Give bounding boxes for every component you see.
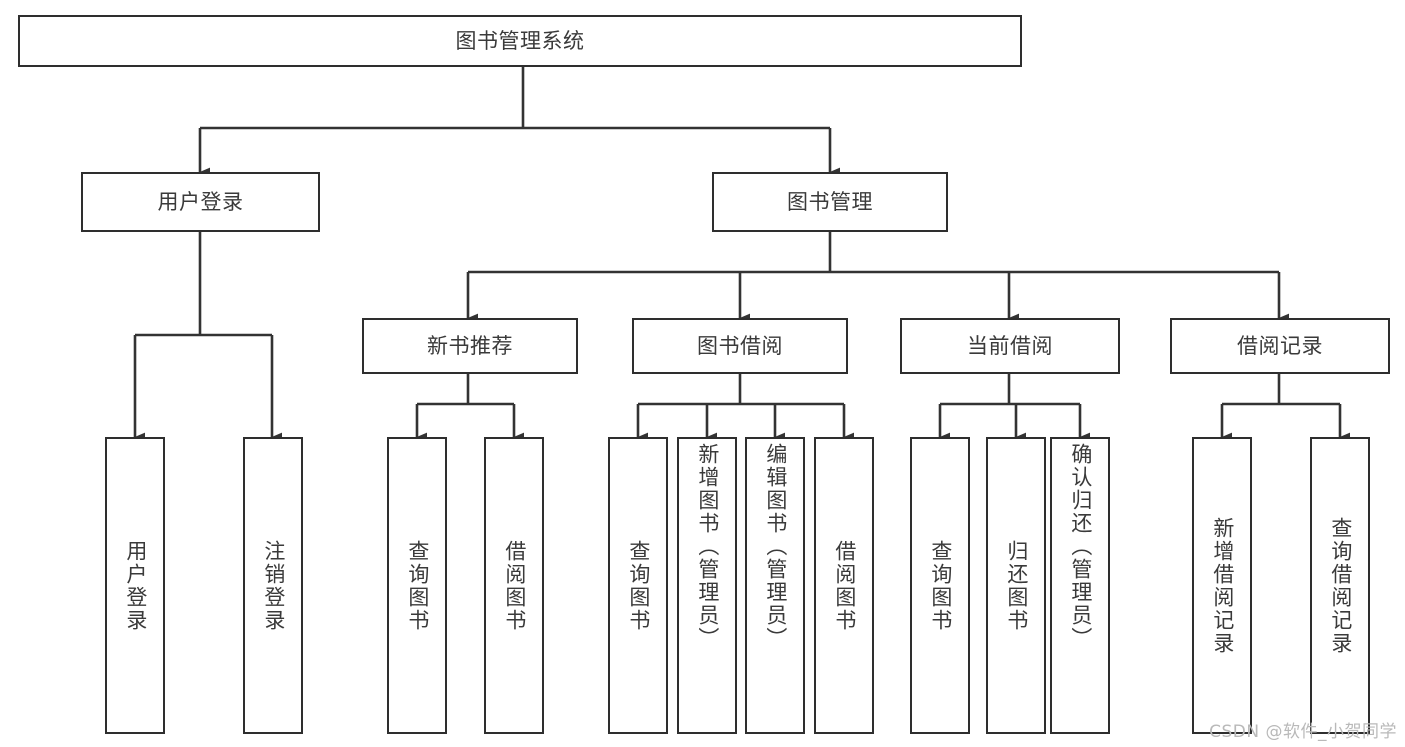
node-root-label: 图书管理系统 (455, 28, 585, 53)
node-leaf-edit-book[interactable]: 编辑图书（管理员） (745, 437, 805, 734)
node-new-book-recommend-label: 新书推荐 (427, 333, 513, 358)
node-new-book-recommend[interactable]: 新书推荐 (362, 318, 578, 374)
node-current-borrow-label: 当前借阅 (967, 333, 1053, 358)
node-leaf-query-book-3[interactable]: 查询图书 (910, 437, 970, 734)
node-leaf-borrow-book-2-label: 借阅图书 (832, 539, 857, 632)
node-leaf-confirm-return[interactable]: 确认归还（管理员） (1050, 437, 1110, 734)
node-leaf-return-book-label: 归还图书 (1004, 539, 1029, 632)
node-leaf-query-book-2[interactable]: 查询图书 (608, 437, 668, 734)
node-leaf-borrow-book-1[interactable]: 借阅图书 (484, 437, 544, 734)
node-leaf-borrow-book-2[interactable]: 借阅图书 (814, 437, 874, 734)
node-leaf-edit-book-label: 编辑图书（管理员） (763, 443, 788, 650)
node-book-manage-label: 图书管理 (787, 189, 873, 214)
node-leaf-query-record-label: 查询借阅记录 (1328, 516, 1353, 655)
node-leaf-add-record-label: 新增借阅记录 (1210, 516, 1235, 655)
node-user-login-label: 用户登录 (157, 189, 244, 214)
node-leaf-confirm-return-label: 确认归还（管理员） (1068, 443, 1093, 650)
node-leaf-logout[interactable]: 注销登录 (243, 437, 303, 734)
node-leaf-query-record[interactable]: 查询借阅记录 (1310, 437, 1370, 734)
node-leaf-add-book[interactable]: 新增图书（管理员） (677, 437, 737, 734)
node-root[interactable]: 图书管理系统 (18, 15, 1022, 67)
node-current-borrow[interactable]: 当前借阅 (900, 318, 1120, 374)
node-leaf-borrow-book-1-label: 借阅图书 (502, 539, 527, 632)
node-leaf-logout-label: 注销登录 (261, 539, 286, 632)
node-book-borrow[interactable]: 图书借阅 (632, 318, 848, 374)
node-leaf-query-book-1-label: 查询图书 (405, 539, 430, 632)
node-book-borrow-label: 图书借阅 (697, 333, 783, 358)
node-leaf-add-record[interactable]: 新增借阅记录 (1192, 437, 1252, 734)
node-borrow-record[interactable]: 借阅记录 (1170, 318, 1390, 374)
node-leaf-return-book[interactable]: 归还图书 (986, 437, 1046, 734)
node-leaf-query-book-1[interactable]: 查询图书 (387, 437, 447, 734)
node-leaf-add-book-label: 新增图书（管理员） (695, 443, 720, 650)
node-user-login[interactable]: 用户登录 (81, 172, 320, 232)
node-book-manage[interactable]: 图书管理 (712, 172, 948, 232)
node-leaf-query-book-3-label: 查询图书 (928, 539, 953, 632)
node-leaf-user-login[interactable]: 用户登录 (105, 437, 165, 734)
node-borrow-record-label: 借阅记录 (1237, 333, 1323, 358)
node-leaf-user-login-label: 用户登录 (123, 539, 148, 632)
node-leaf-query-book-2-label: 查询图书 (626, 539, 651, 632)
